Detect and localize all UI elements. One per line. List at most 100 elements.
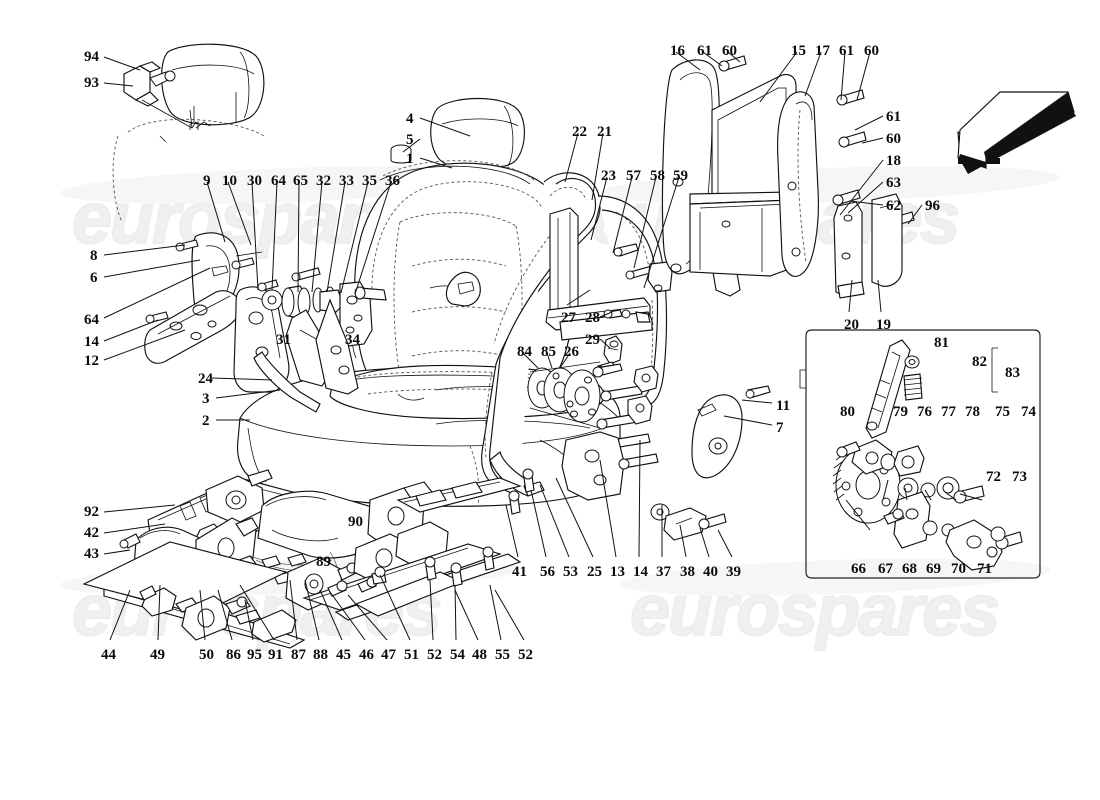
leader-line bbox=[907, 204, 923, 225]
leader-line bbox=[877, 279, 882, 313]
callout-number: 3 bbox=[202, 391, 210, 407]
callout-number: 37 bbox=[656, 564, 671, 580]
callout-number: 64 bbox=[84, 312, 99, 328]
leader-line bbox=[845, 499, 871, 531]
leader-line bbox=[379, 574, 411, 641]
leader-line bbox=[741, 399, 773, 404]
leader-line bbox=[494, 589, 525, 641]
callout-number: 60 bbox=[722, 43, 737, 59]
leader-line bbox=[419, 117, 471, 137]
leader-line bbox=[103, 82, 134, 87]
detail-inset-group bbox=[799, 329, 1041, 579]
leader-line bbox=[289, 579, 298, 641]
leader-line bbox=[847, 181, 884, 214]
leader-line bbox=[103, 329, 186, 361]
leader-line bbox=[402, 138, 421, 153]
callout-number: 56 bbox=[540, 564, 555, 580]
leader-line bbox=[882, 479, 889, 501]
callout-number: 1 bbox=[406, 151, 414, 167]
callout-number: 24 bbox=[198, 371, 213, 387]
callout-number: 55 bbox=[495, 647, 510, 663]
callout-number: 70 bbox=[951, 561, 966, 577]
callout-number: 17 bbox=[815, 43, 830, 59]
callout-number: 10 bbox=[222, 173, 237, 189]
leader-line bbox=[643, 176, 680, 289]
leader-line bbox=[297, 181, 300, 293]
left-recliner-group bbox=[144, 232, 387, 413]
callout-number: 86 bbox=[226, 647, 241, 663]
leader-line bbox=[157, 584, 161, 641]
callout-number: 32 bbox=[316, 173, 331, 189]
callout-number: 29 bbox=[585, 332, 600, 348]
leader-line bbox=[326, 181, 346, 293]
callout-number: 23 bbox=[601, 168, 616, 184]
leader-line bbox=[419, 157, 453, 169]
leader-line bbox=[304, 579, 320, 641]
callout-number: 42 bbox=[84, 525, 99, 541]
leader-line bbox=[103, 549, 131, 555]
callout-number: 22 bbox=[572, 124, 587, 140]
callout-number: 11 bbox=[776, 398, 791, 414]
callout-number: 34 bbox=[345, 332, 360, 348]
leader-line bbox=[924, 489, 932, 501]
leader-line bbox=[904, 487, 908, 501]
leader-line bbox=[599, 311, 613, 318]
callout-number: 96 bbox=[925, 198, 940, 214]
leader-line bbox=[839, 159, 884, 216]
callout-number: 83 bbox=[1005, 365, 1020, 381]
callout-number: 20 bbox=[844, 317, 859, 333]
leader-lines bbox=[103, 51, 983, 641]
callout-number: 64 bbox=[271, 173, 286, 189]
callout-number: 66 bbox=[851, 561, 866, 577]
callout-number: 84 bbox=[517, 344, 532, 360]
leader-line bbox=[759, 51, 798, 103]
callout-number: 91 bbox=[268, 647, 283, 663]
leader-line bbox=[530, 489, 547, 558]
callout-number: 82 bbox=[972, 354, 987, 370]
callout-number: 85 bbox=[541, 344, 556, 360]
callout-number: 60 bbox=[886, 131, 901, 147]
leader-line bbox=[199, 589, 206, 641]
callout-number: 46 bbox=[359, 647, 374, 663]
leader-line bbox=[599, 338, 611, 349]
callout-number: 27 bbox=[561, 310, 576, 326]
leader-line bbox=[633, 176, 657, 269]
callout-number: 74 bbox=[1021, 404, 1036, 420]
callout-number: 92 bbox=[84, 504, 99, 520]
callout-number: 9 bbox=[203, 173, 211, 189]
leader-line bbox=[311, 181, 323, 293]
callout-number: 33 bbox=[339, 173, 354, 189]
callout-number: 63 bbox=[886, 175, 901, 191]
callout-number: 53 bbox=[563, 564, 578, 580]
callout-number: 59 bbox=[673, 168, 688, 184]
leader-line bbox=[854, 115, 884, 131]
leader-line bbox=[848, 279, 853, 313]
callout-number: 76 bbox=[917, 404, 932, 420]
seat-rail-group bbox=[82, 468, 727, 649]
callout-number: 71 bbox=[977, 561, 992, 577]
callout-number: 44 bbox=[101, 647, 116, 663]
leader-line bbox=[861, 137, 884, 144]
callout-number: 61 bbox=[839, 43, 854, 59]
leader-line bbox=[727, 51, 741, 63]
callout-number: 28 bbox=[585, 310, 600, 326]
leader-line bbox=[612, 176, 633, 254]
callout-number: 26 bbox=[564, 344, 579, 360]
leader-line bbox=[429, 579, 434, 641]
callout-number: 43 bbox=[84, 546, 99, 562]
callout-number: 2 bbox=[202, 413, 210, 429]
callout-number: 73 bbox=[1012, 469, 1027, 485]
headrest-detail-group bbox=[112, 43, 265, 223]
callout-number: 89 bbox=[316, 554, 331, 570]
callout-number: 95 bbox=[247, 647, 262, 663]
leader-line bbox=[271, 181, 278, 291]
callout-number: 15 bbox=[791, 43, 806, 59]
callout-number: 94 bbox=[84, 49, 99, 65]
leader-line bbox=[206, 181, 226, 243]
callout-number: 80 bbox=[840, 404, 855, 420]
leader-line bbox=[591, 132, 604, 201]
callout-number: 75 bbox=[995, 404, 1010, 420]
leader-line bbox=[559, 352, 571, 369]
callout-number: 45 bbox=[336, 647, 351, 663]
